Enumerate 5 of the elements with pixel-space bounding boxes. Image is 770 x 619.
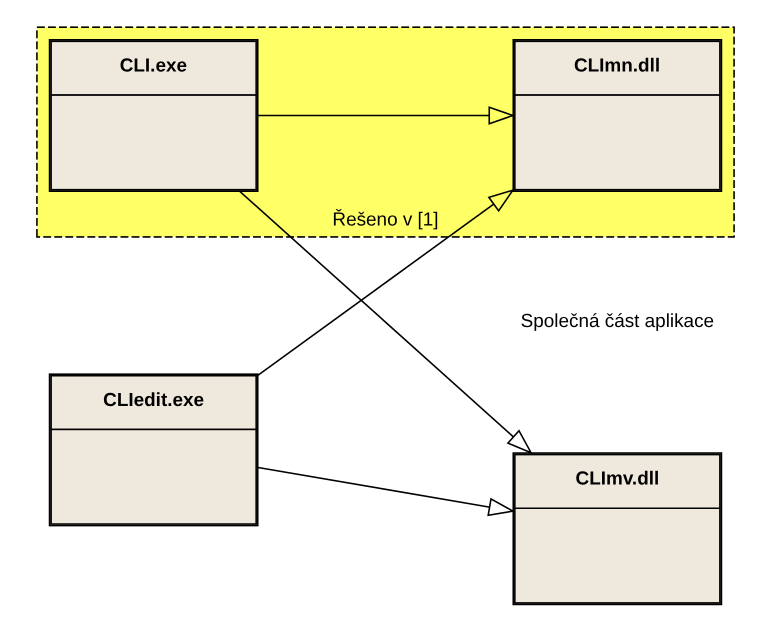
arrow (238, 190, 532, 454)
label: Společná část aplikace (520, 311, 714, 332)
arrow (257, 466, 515, 516)
arrow (257, 188, 514, 376)
arrow (258, 106, 515, 125)
